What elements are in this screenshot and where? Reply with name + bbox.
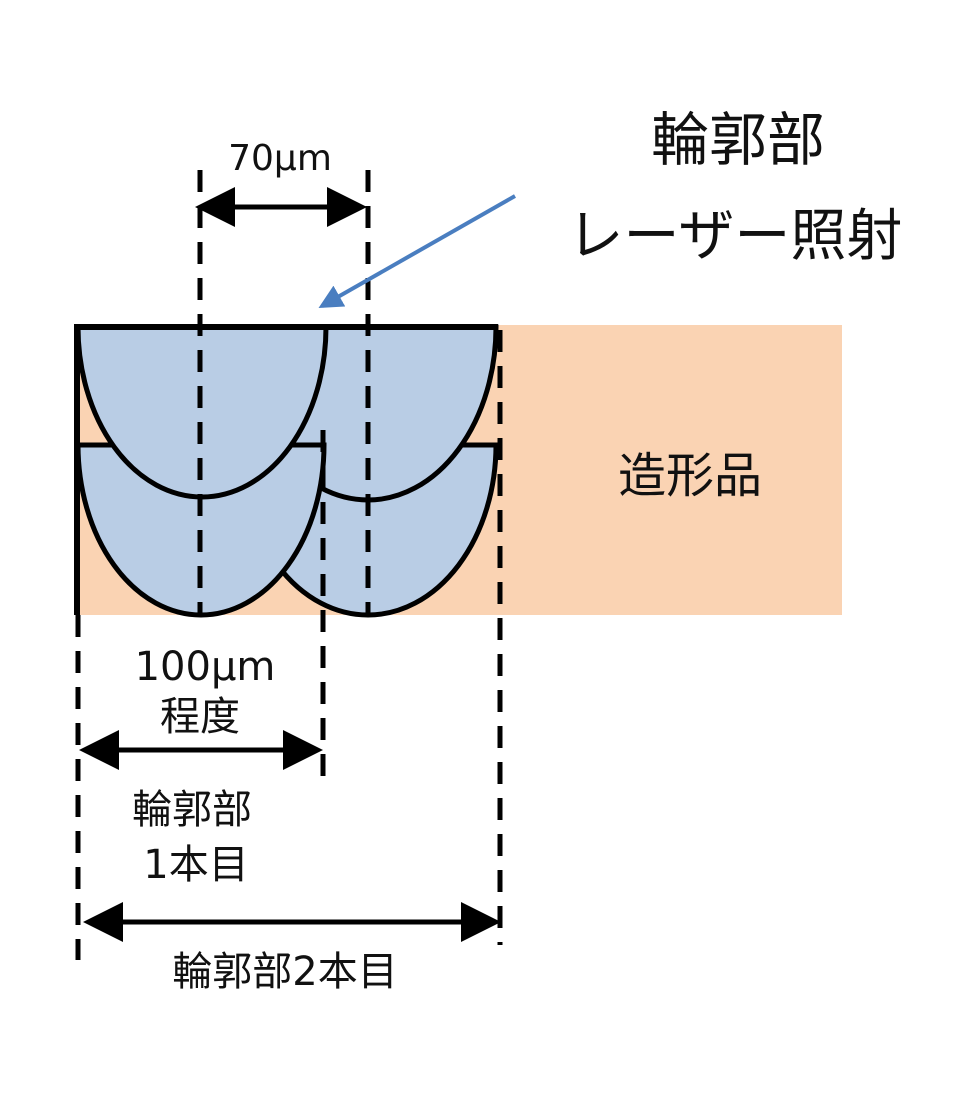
contour-title-label: 輪郭部 xyxy=(651,106,825,174)
laser-pointer-arrow xyxy=(318,194,516,308)
laser-label: レーザー照射 xyxy=(568,204,903,269)
second-contour-label: 輪郭部2本目 xyxy=(172,949,397,995)
first-contour-label-1: 輪郭部 xyxy=(132,787,252,833)
width-qualifier-label: 程度 xyxy=(160,694,240,740)
first-contour-label-2: 1本目 xyxy=(143,842,248,888)
width-value-label: 100µm xyxy=(135,644,276,690)
spacing-label: 70µm xyxy=(228,138,332,179)
part-label: 造形品 xyxy=(618,448,762,504)
melt-pool-top-left xyxy=(75,324,329,500)
